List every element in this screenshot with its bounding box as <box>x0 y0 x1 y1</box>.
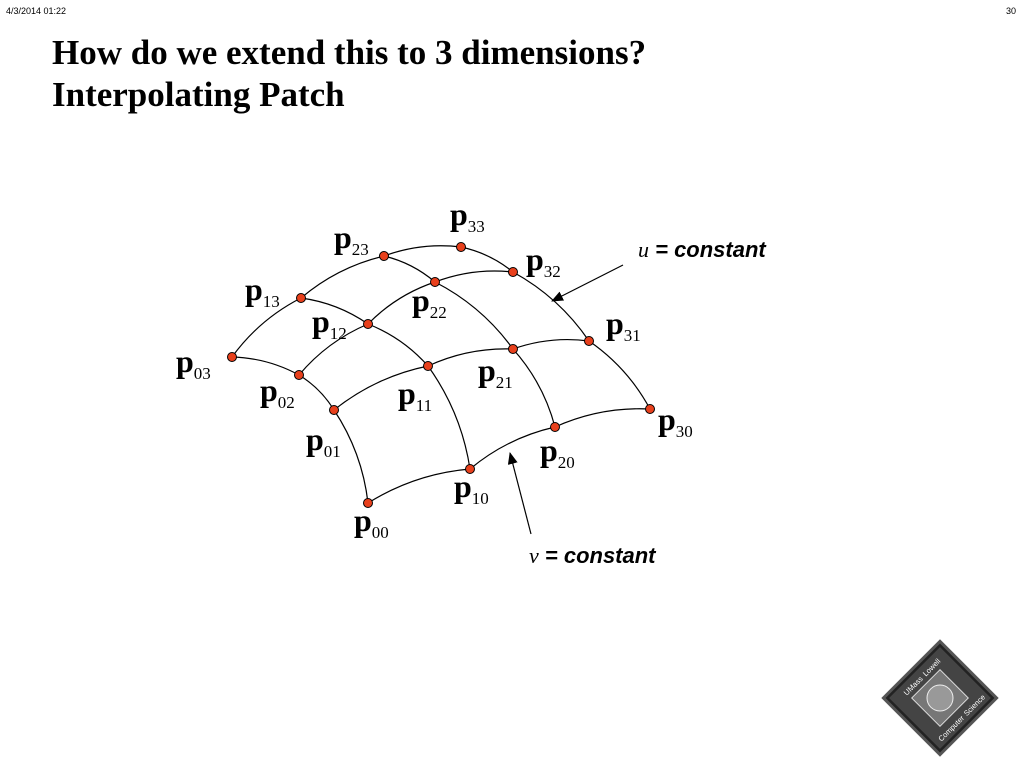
point-label-p00: p00 <box>354 502 389 542</box>
v-curve-segment <box>383 245 462 257</box>
point-label-p01: p01 <box>306 421 341 461</box>
v-curve-segment <box>298 323 369 376</box>
point-label-p22: p22 <box>412 282 447 322</box>
point-label-p03: p03 <box>176 343 211 383</box>
point-label-p13: p13 <box>245 271 280 311</box>
u-curve-segment <box>434 281 514 350</box>
control-points <box>227 242 655 508</box>
u-curve-segment <box>588 340 651 410</box>
u-curve-segment <box>512 348 556 428</box>
slide-number: 30 <box>1005 6 1016 16</box>
control-point-p02 <box>294 370 304 380</box>
v-curve-segment <box>333 365 429 411</box>
u-curve-segment <box>300 297 369 325</box>
title-line-2: Interpolating Patch <box>52 75 345 114</box>
u-curve-segment <box>383 255 436 283</box>
point-label-p02: p02 <box>260 372 295 412</box>
u-constant-label: u = constant <box>638 237 767 262</box>
control-point-p13 <box>296 293 306 303</box>
control-point-p31 <box>584 336 594 346</box>
control-point-p03 <box>227 352 237 362</box>
control-point-p32 <box>508 267 518 277</box>
control-point-p12 <box>363 319 373 329</box>
control-point-p22 <box>430 277 440 287</box>
v-curve-segment <box>367 281 436 325</box>
u-curve-segment <box>367 323 429 367</box>
v-curve-segment <box>554 408 651 428</box>
u-curve-segment <box>427 365 471 470</box>
control-point-p01 <box>329 405 339 415</box>
v-curve-segment <box>427 348 514 367</box>
point-label-p20: p20 <box>540 432 575 472</box>
control-point-p21 <box>508 344 518 354</box>
control-point-p30 <box>645 404 655 414</box>
control-point-p20 <box>550 422 560 432</box>
slide-title: How do we extend this to 3 dimensions? I… <box>52 32 646 116</box>
point-label-p12: p12 <box>312 303 347 343</box>
point-labels: p00 p01 p02 p03 p10 p11 p12 p13 p20 p21 p22 p23 p30 p… <box>176 196 693 542</box>
point-label-p23: p23 <box>334 219 369 259</box>
point-label-p11: p11 <box>398 375 432 415</box>
control-point-p33 <box>456 242 466 252</box>
v-constant-label: v = constant <box>529 543 657 568</box>
annotation-arrows <box>507 264 624 535</box>
control-point-p23 <box>379 251 389 261</box>
umass-lowell-cs-logo: UMass Lowell Computer Science <box>881 639 999 757</box>
v-curve-segment <box>231 297 302 358</box>
point-label-p30: p30 <box>658 401 693 441</box>
u-curve-segment <box>512 271 590 342</box>
point-label-p21: p21 <box>478 352 513 392</box>
u-curve-segment <box>298 374 335 411</box>
control-point-p00 <box>363 498 373 508</box>
title-line-1: How do we extend this to 3 dimensions? <box>52 33 647 72</box>
u-curve-segment <box>231 356 300 376</box>
v-curve-segment <box>469 426 556 470</box>
point-label-p32: p32 <box>526 241 561 281</box>
patch-curves <box>231 245 651 504</box>
u-curve-segment <box>333 409 369 504</box>
v-curve-segment <box>300 255 385 299</box>
v-curve-segment <box>434 270 514 283</box>
u-curve-segment <box>460 246 514 273</box>
slide-date: 4/3/2014 01:22 <box>6 6 67 16</box>
point-label-p33: p33 <box>450 196 485 236</box>
control-point-p11 <box>423 361 433 371</box>
u-constant-arrow <box>551 264 624 302</box>
control-point-p10 <box>465 464 475 474</box>
point-label-p10: p10 <box>454 468 489 508</box>
v-curve-segment <box>512 339 590 350</box>
v-constant-arrow <box>507 452 532 535</box>
v-curve-segment <box>367 468 471 504</box>
point-label-p31: p31 <box>606 305 641 345</box>
